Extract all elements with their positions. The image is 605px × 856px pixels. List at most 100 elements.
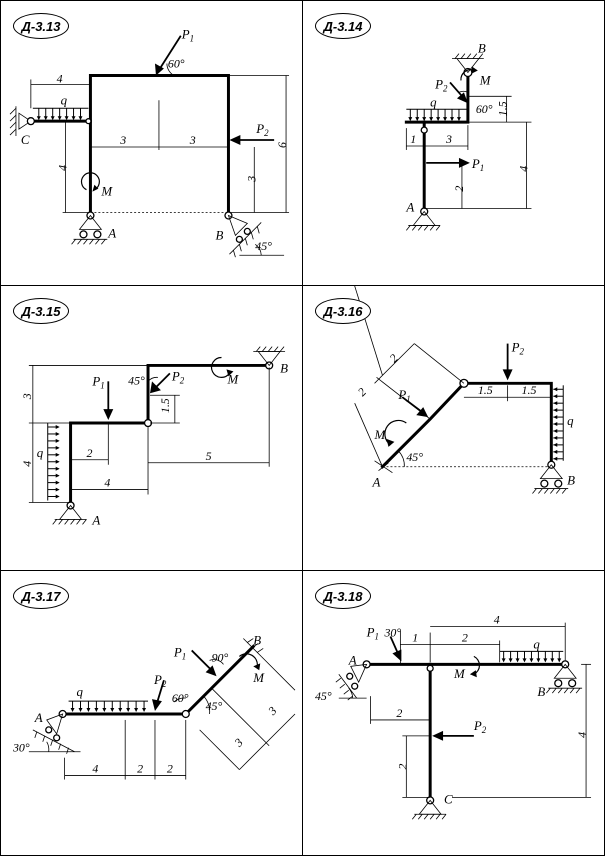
dim-2-lower: 2 xyxy=(355,385,369,399)
dim-2-right: 2 xyxy=(167,762,173,776)
force-p2 xyxy=(502,343,513,381)
support-b xyxy=(532,460,569,494)
diagram-d-3-16: P2 P1 M 45° q A B 2 2 1.5 1.5 xyxy=(354,285,575,494)
support-a xyxy=(28,709,81,754)
dim-4-vert: 4 xyxy=(56,165,70,171)
support-a xyxy=(406,207,441,231)
panel-d-3-13: P1 60° P2 q M A B C 45° 4 3 3 6 3 4 Д-3.… xyxy=(0,0,303,286)
dim-1-5: 1.5 xyxy=(496,101,510,116)
frame-d-3-14 xyxy=(422,76,470,211)
dimension-lines xyxy=(30,75,290,213)
label-angle-30: 30° xyxy=(383,626,401,640)
problem-code-badge: Д-3.16 xyxy=(315,298,371,324)
diagram-d-3-15: P1 45° P2 M B q A 3 1.5 4 2 4 5 xyxy=(20,346,288,527)
dim-3: 3 xyxy=(445,132,452,146)
problem-code-badge: Д-3.13 xyxy=(13,13,69,39)
label-p2: P2 xyxy=(153,673,167,689)
label-angle-60: 60° xyxy=(476,102,493,116)
label-p1: P1 xyxy=(181,28,194,44)
label-m: M xyxy=(100,185,113,199)
label-m: M xyxy=(226,372,239,386)
label-p1: P1 xyxy=(471,157,484,173)
moment-m xyxy=(469,655,480,678)
panel-d-3-14: B M P2 60° q P1 A 1 3 1.5 4 2 Д-3.14 xyxy=(302,0,605,286)
dim-4: 4 xyxy=(516,166,530,172)
label-q: q xyxy=(77,685,84,699)
label-a: A xyxy=(405,201,414,215)
label-b: B xyxy=(567,474,575,488)
label-angle-45: 45° xyxy=(255,239,272,253)
label-q: q xyxy=(37,446,44,460)
support-b xyxy=(546,660,583,694)
dim-4: 4 xyxy=(92,762,98,776)
label-p2: P2 xyxy=(255,122,269,138)
label-angle-90: 90° xyxy=(212,650,229,664)
dim-5: 5 xyxy=(206,449,212,463)
moment-m xyxy=(238,653,261,671)
label-angle-60: 60° xyxy=(168,57,185,71)
dim-1-5-left: 1.5 xyxy=(478,383,493,397)
dim-2: 2 xyxy=(86,446,92,460)
label-q: q xyxy=(567,414,574,428)
dim-3-left: 3 xyxy=(119,133,126,147)
label-a: A xyxy=(107,226,116,240)
dim-4-top: 4 xyxy=(494,613,500,627)
distributed-load-q xyxy=(553,385,564,461)
label-p1: P1 xyxy=(366,626,379,642)
dimension-lines xyxy=(28,365,270,503)
support-b xyxy=(253,346,286,370)
force-p2 xyxy=(432,730,474,741)
moment-m xyxy=(80,172,100,192)
label-b: B xyxy=(253,633,261,647)
label-q: q xyxy=(430,95,437,109)
dim-4-vert: 4 xyxy=(575,732,589,738)
label-m: M xyxy=(453,667,466,681)
moment-m xyxy=(384,419,407,447)
dim-1-5: 1.5 xyxy=(158,398,172,413)
dim-4-vert: 4 xyxy=(20,461,34,467)
label-a: A xyxy=(372,476,381,490)
dim-4-horiz: 4 xyxy=(104,476,110,490)
force-p1 xyxy=(191,649,224,677)
dim-2: 2 xyxy=(452,186,466,192)
hinge xyxy=(181,709,190,719)
label-m: M xyxy=(479,73,492,87)
label-c: C xyxy=(21,133,30,147)
support-b xyxy=(243,638,264,657)
support-a xyxy=(52,501,87,525)
dim-2-left: 2 xyxy=(137,762,143,776)
diagram-d-3-14: B M P2 60° q P1 A 1 3 1.5 4 2 xyxy=(404,42,532,231)
panel-d-3-18: P1 30° A 45° M q B P2 C 1 2 4 2 2 4 Д-3.… xyxy=(302,570,605,856)
label-angle-45: 45° xyxy=(315,689,332,703)
label-m: M xyxy=(374,428,387,442)
label-angle-60: 60° xyxy=(172,691,189,705)
label-a: A xyxy=(34,711,43,725)
label-b: B xyxy=(216,228,224,242)
dim-2-top: 2 xyxy=(462,631,468,645)
dim-3-vert: 3 xyxy=(244,176,258,183)
label-a: A xyxy=(348,653,357,667)
support-a xyxy=(71,211,108,245)
diagram-d-3-13: P1 60° P2 q M A B C 45° 4 3 3 6 3 4 xyxy=(9,28,290,258)
label-b: B xyxy=(280,361,288,375)
label-angle-30: 30° xyxy=(12,741,30,755)
panel-d-3-17: P1 90° B M P2 60° 45° q A 30° 3 3 4 2 2 … xyxy=(0,570,303,856)
support-c xyxy=(9,106,92,137)
problem-code-badge: Д-3.17 xyxy=(13,583,69,609)
dim-2-left: 2 xyxy=(396,706,402,720)
moment-m xyxy=(210,356,234,378)
hinge xyxy=(420,126,428,134)
support-a xyxy=(374,460,393,474)
force-p2 xyxy=(229,135,275,145)
hinge xyxy=(459,378,469,388)
label-p2: P2 xyxy=(434,77,448,93)
diagram-d-3-18: P1 30° A 45° M q B P2 C 1 2 4 2 2 4 xyxy=(315,613,592,820)
label-angle-45: 45° xyxy=(128,373,145,387)
problem-code-badge: Д-3.14 xyxy=(315,13,371,39)
dimension-lines xyxy=(64,656,296,780)
label-p1: P1 xyxy=(173,645,186,661)
label-angle-45: 45° xyxy=(206,699,223,713)
label-p1: P1 xyxy=(397,388,410,404)
dimension-lines xyxy=(405,95,532,209)
